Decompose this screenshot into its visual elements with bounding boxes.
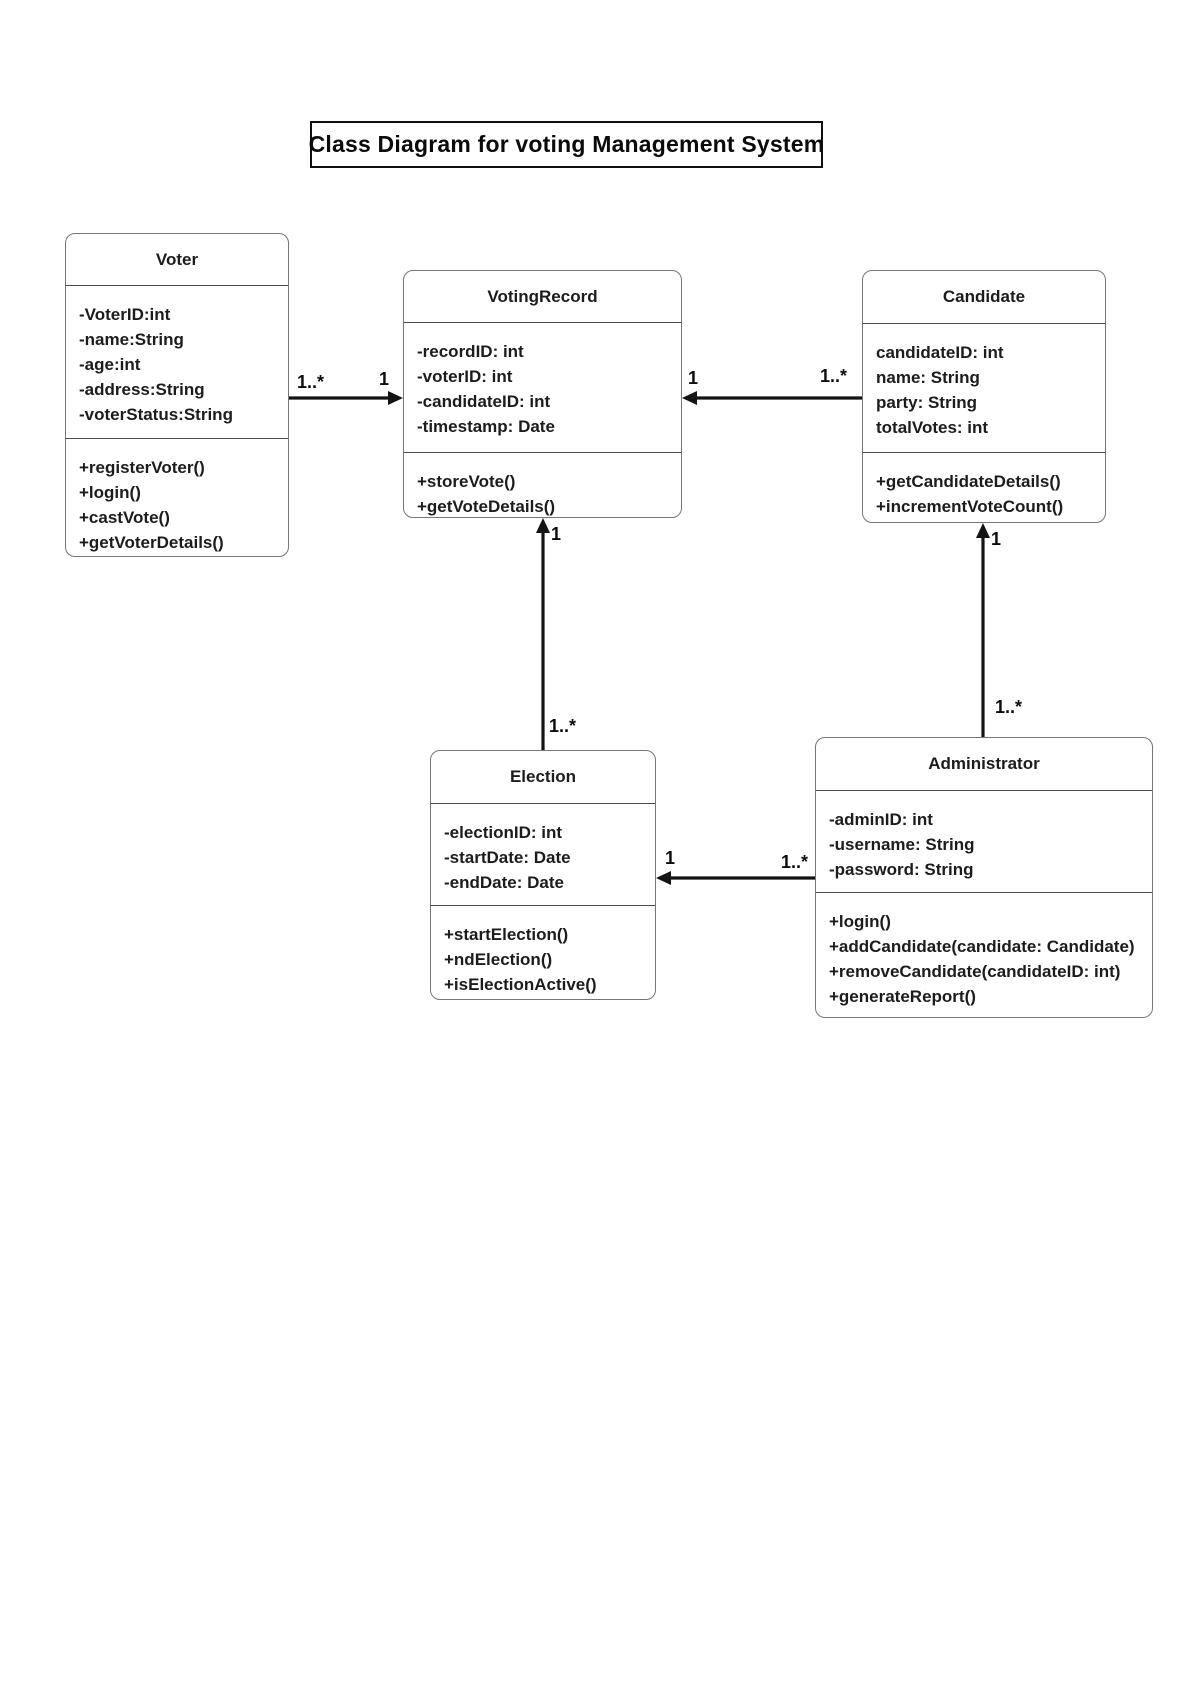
class-attribute: -electionID: int <box>444 823 563 842</box>
class-methods-section: +getCandidateDetails() +incrementVoteCou… <box>863 453 1105 519</box>
class-method: +addCandidate(candidate: Candidate) <box>829 937 1135 956</box>
class-methods-section: +registerVoter() +login() +castVote() +g… <box>66 439 288 555</box>
class-title: Administrator <box>816 738 1152 791</box>
class-method: +castVote() <box>79 508 170 527</box>
class-attributes-section: candidateID: int name: String party: Str… <box>863 324 1105 453</box>
relationship-arrow-candidate-votingrecord <box>682 391 862 405</box>
class-attribute: -startDate: Date <box>444 848 571 867</box>
class-attribute: -voterStatus:String <box>79 405 233 424</box>
class-attribute: -password: String <box>829 860 974 879</box>
class-method: +startElection() <box>444 925 569 944</box>
class-method: +getCandidateDetails() <box>876 472 1061 491</box>
class-method: +getVoteDetails() <box>417 497 556 516</box>
class-method: +removeCandidate(candidateID: int) <box>829 962 1121 981</box>
class-attribute: -address:String <box>79 380 205 399</box>
class-attribute: -adminID: int <box>829 810 933 829</box>
class-method: +registerVoter() <box>79 458 205 477</box>
class-title: VotingRecord <box>404 271 681 323</box>
class-attribute: -username: String <box>829 835 975 854</box>
multiplicity-label: 1 <box>379 369 390 389</box>
class-attribute: party: String <box>876 393 978 412</box>
class-box-votingrecord: VotingRecord -recordID: int -voterID: in… <box>403 270 682 518</box>
class-method: +storeVote() <box>417 472 516 491</box>
multiplicity-label: 1..* <box>549 716 577 736</box>
multiplicity-label: 1..* <box>781 852 809 872</box>
multiplicity-label: 1..* <box>820 366 848 386</box>
class-attribute: -timestamp: Date <box>417 417 555 436</box>
class-title: Voter <box>66 234 288 286</box>
diagram-title-box: Class Diagram for voting Management Syst… <box>308 121 825 168</box>
class-title: Election <box>431 751 655 804</box>
class-attribute: -age:int <box>79 355 141 374</box>
class-attribute: -voterID: int <box>417 367 513 386</box>
multiplicity-label: 1 <box>665 848 676 868</box>
class-box-voter: Voter -VoterID:int -name:String -age:int… <box>65 233 289 557</box>
class-box-election: Election -electionID: int -startDate: Da… <box>430 750 656 1000</box>
class-attributes-section: -VoterID:int -name:String -age:int -addr… <box>66 286 288 439</box>
multiplicity-label: 1..* <box>297 372 325 392</box>
class-attributes-section: -adminID: int -username: String -passwor… <box>816 791 1152 893</box>
class-attribute: -VoterID:int <box>79 305 171 324</box>
class-method: +getVoterDetails() <box>79 533 224 552</box>
class-method: +generateReport() <box>829 987 976 1006</box>
class-title: Candidate <box>863 271 1105 324</box>
class-methods-section: +storeVote() +getVoteDetails() <box>404 453 681 519</box>
class-attribute: -candidateID: int <box>417 392 551 411</box>
class-attribute: candidateID: int <box>876 343 1004 362</box>
class-box-administrator: Administrator -adminID: int -username: S… <box>815 737 1153 1018</box>
class-attribute: -endDate: Date <box>444 873 564 892</box>
class-attribute: totalVotes: int <box>876 418 989 437</box>
class-attributes-section: -electionID: int -startDate: Date -endDa… <box>431 804 655 906</box>
relationship-arrow-voter-votingrecord <box>289 391 403 405</box>
relationship-arrow-administrator-election <box>656 871 815 885</box>
class-attribute: -name:String <box>79 330 184 349</box>
class-attribute: name: String <box>876 368 980 387</box>
class-method: +login() <box>829 912 891 931</box>
class-methods-section: +startElection() +ndElection() +isElecti… <box>431 906 655 997</box>
class-method: +incrementVoteCount() <box>876 497 1064 516</box>
class-method: +login() <box>79 483 141 502</box>
multiplicity-label: 1 <box>688 368 699 388</box>
multiplicity-label: 1..* <box>995 697 1023 717</box>
relationship-arrow-election-votingrecord <box>536 518 550 750</box>
class-method: +ndElection() <box>444 950 553 969</box>
multiplicity-label: 1 <box>991 529 1002 549</box>
class-box-candidate: Candidate candidateID: int name: String … <box>862 270 1106 523</box>
diagram-title: Class Diagram for voting Management Syst… <box>308 131 825 157</box>
relationship-arrow-administrator-candidate <box>976 523 990 737</box>
class-methods-section: +login() +addCandidate(candidate: Candid… <box>816 893 1152 1009</box>
multiplicity-label: 1 <box>551 524 562 544</box>
class-attribute: -recordID: int <box>417 342 524 361</box>
class-method: +isElectionActive() <box>444 975 597 994</box>
class-attributes-section: -recordID: int -voterID: int -candidateI… <box>404 323 681 453</box>
